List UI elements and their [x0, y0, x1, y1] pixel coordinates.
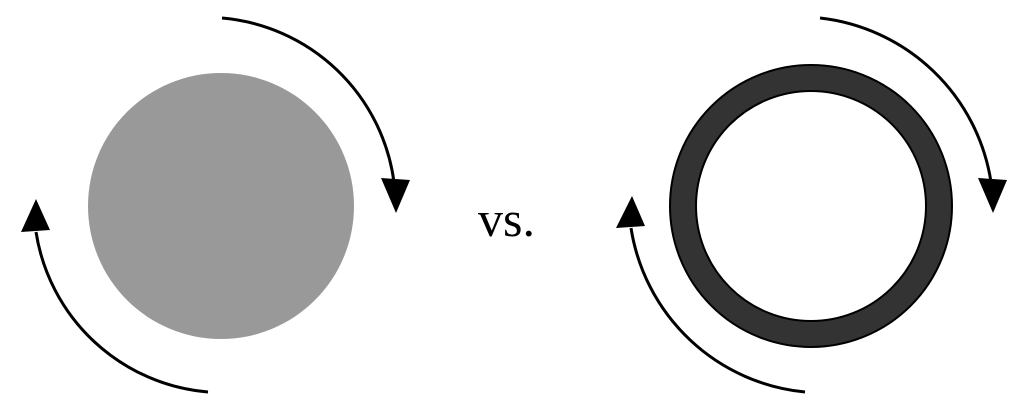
- ring-outer-edge: [669, 64, 953, 348]
- solid-disk: [88, 73, 354, 339]
- arrowhead-icon: [978, 178, 1007, 213]
- versus-label: vs.: [478, 191, 535, 247]
- rotation-arrow-bottom-right-ring: [629, 227, 806, 394]
- rotation-arrow-bottom-left-disk: [34, 231, 209, 394]
- arrowhead-icon: [21, 199, 50, 232]
- rotation-arrow-top-right-ring: [819, 16, 993, 183]
- arrowhead-icon: [616, 196, 645, 228]
- ring-inner-edge: [695, 90, 927, 322]
- hollow-ring: [670, 65, 952, 347]
- arrowhead-icon: [381, 178, 410, 213]
- rotation-arrow-top-left-disk: [221, 16, 396, 183]
